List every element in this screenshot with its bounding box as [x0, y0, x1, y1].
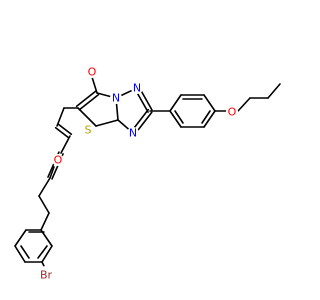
- ether-oxygen-label: O: [228, 106, 237, 119]
- bond-19: [237, 97, 251, 112]
- bond-29: [41, 245, 53, 263]
- bond-46: [20, 245, 30, 259]
- thiazole-sulfur-label: S: [85, 124, 92, 137]
- bond-23: [38, 195, 50, 214]
- thiazole-sulfur-atom: S: [82, 124, 94, 137]
- bond-38: [54, 126, 70, 139]
- bond-14: [203, 94, 216, 112]
- bond-22: [38, 177, 51, 197]
- bond-33: [78, 93, 100, 111]
- ether-oxygen-atom: O: [226, 106, 238, 119]
- bond-43: [201, 110, 211, 124]
- bond-0: [91, 76, 98, 94]
- ketone-oxygen-atom: O: [86, 66, 98, 79]
- molecule-structure: O N N N S O O Br: [14, 65, 281, 284]
- atom-label-layer: O N N N S O O Br: [37, 66, 238, 284]
- bond-8: [56, 107, 65, 127]
- triazole-n2-label: N: [133, 82, 141, 95]
- bond-5: [95, 119, 119, 127]
- bromine-label: Br: [40, 269, 53, 282]
- furan-oxygen-atom: O: [52, 154, 64, 167]
- bond-32: [75, 90, 97, 108]
- furan-oxygen-label: O: [54, 154, 63, 167]
- bond-47: [37, 245, 48, 259]
- bond-9: [60, 135, 71, 154]
- triazole-n3-label: N: [129, 127, 137, 140]
- bond-27: [14, 245, 26, 263]
- bond-layer: [14, 76, 281, 271]
- triazole-n1-label: N: [112, 92, 120, 105]
- bond-12: [169, 94, 182, 112]
- ketone-oxygen-label: O: [88, 66, 97, 79]
- bond-17: [169, 110, 182, 128]
- bond-6: [77, 107, 97, 127]
- bond-44: [174, 110, 184, 124]
- bond-26: [14, 229, 27, 247]
- triazole-n3-atom: N: [127, 127, 139, 140]
- bond-15: [203, 110, 216, 128]
- bond-10: [49, 166, 55, 179]
- bond-24: [40, 212, 50, 231]
- triazole-n2-atom: N: [131, 82, 143, 95]
- bond-39: [57, 123, 73, 136]
- bromine-atom: Br: [37, 266, 55, 284]
- triazole-n1-atom: N: [110, 92, 122, 105]
- bond-21: [267, 83, 281, 99]
